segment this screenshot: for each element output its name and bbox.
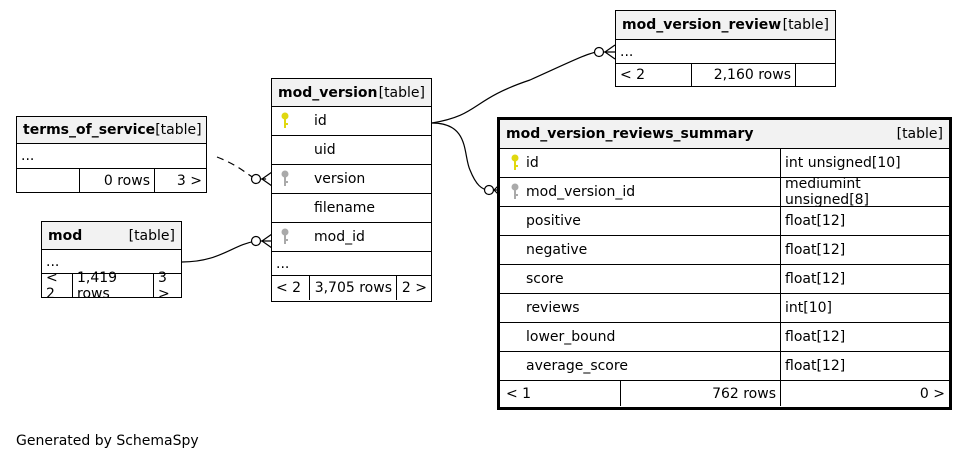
column-name: reviews <box>526 300 580 316</box>
footer-children: 0 > <box>780 381 949 406</box>
column-type: float[12] <box>780 265 949 293</box>
table-name: mod <box>48 227 83 244</box>
ellipsis: ... <box>21 148 35 164</box>
generated-by-label: Generated by SchemaSpy <box>16 433 199 449</box>
primary-key-icon <box>281 112 289 128</box>
column-row[interactable]: reviews int[10] <box>500 294 949 323</box>
table-terms-of-service[interactable]: terms_of_service [table] ... 0 rows 3 > <box>16 116 207 193</box>
column-type: int unsigned[10] <box>780 149 949 177</box>
column-type: float[12] <box>780 236 949 264</box>
ellipsis-row: ... <box>272 252 431 276</box>
table-mod-version[interactable]: mod_version [table] id uid version filen… <box>271 78 432 302</box>
ellipsis-row: ... <box>42 250 181 274</box>
column-type: mediumint unsigned[8] <box>780 176 949 208</box>
footer-parents <box>17 169 79 192</box>
column-type: int[10] <box>780 294 949 322</box>
table-name: mod_version_reviews_summary <box>506 126 754 142</box>
column-row[interactable]: positive float[12] <box>500 207 949 236</box>
column-row[interactable]: uid <box>272 136 431 165</box>
footer-row-count: 2,160 rows <box>691 64 795 86</box>
footer-row-count: 762 rows <box>620 381 780 406</box>
column-name: mod_version_id <box>526 184 636 200</box>
footer-children: 3 > <box>154 169 206 192</box>
table-name: terms_of_service <box>23 122 156 138</box>
optional-marker-review <box>593 46 605 58</box>
table-name: mod_version <box>278 84 378 101</box>
column-row[interactable]: filename <box>272 194 431 223</box>
table-header: mod_version_review [table] <box>616 11 835 40</box>
footer-row-count: 1,419 rows <box>72 270 153 302</box>
column-row[interactable]: id <box>272 107 431 136</box>
table-type: [table] <box>896 126 943 142</box>
relationship-id-to-review <box>431 51 615 124</box>
column-name: mod_id <box>314 229 365 245</box>
table-footer: 0 rows 3 > <box>17 169 206 192</box>
column-row[interactable]: id int unsigned[10] <box>500 149 949 178</box>
foreign-key-icon <box>511 183 519 199</box>
column-type: float[12] <box>780 352 949 380</box>
column-name: score <box>526 271 564 287</box>
column-name: average_score <box>526 358 628 374</box>
footer-children <box>795 64 835 86</box>
column-name: lower_bound <box>526 329 616 345</box>
table-type: [table] <box>782 17 829 33</box>
column-row[interactable]: lower_bound float[12] <box>500 323 949 352</box>
optional-marker-mod-id <box>250 235 262 247</box>
column-type: float[12] <box>780 323 949 351</box>
table-mod-version-reviews-summary[interactable]: mod_version_reviews_summary [table] id i… <box>497 117 952 410</box>
relationship-id-to-summary <box>431 122 499 191</box>
relationship-mod-to-mod-id <box>181 240 272 263</box>
column-name: positive <box>526 213 581 229</box>
footer-children: 2 > <box>396 276 431 300</box>
table-header: mod_version [table] <box>272 79 431 107</box>
column-row[interactable]: average_score float[12] <box>500 352 949 381</box>
ellipsis-row: ... <box>616 40 835 64</box>
foreign-key-icon <box>281 170 289 186</box>
table-header: terms_of_service [table] <box>17 117 206 144</box>
table-footer: < 2 3,705 rows 2 > <box>272 276 431 300</box>
column-type: float[12] <box>780 207 949 235</box>
column-name: uid <box>314 142 336 158</box>
column-row[interactable]: negative float[12] <box>500 236 949 265</box>
table-header: mod [table] <box>42 222 181 250</box>
table-name: mod_version_review <box>622 17 782 33</box>
footer-parents: < 2 <box>276 280 302 296</box>
ellipsis-row: ... <box>17 144 206 169</box>
column-name: id <box>526 155 539 171</box>
footer-row-count: 3,705 rows <box>309 276 396 300</box>
relationship-terms-to-version <box>216 156 272 180</box>
column-row[interactable]: mod_id <box>272 223 431 252</box>
column-row[interactable]: mod_version_id mediumint unsigned[8] <box>500 176 949 208</box>
table-mod[interactable]: mod [table] ... < 2 1,419 rows 3 > <box>41 221 182 302</box>
footer-row-count: 0 rows <box>79 169 154 192</box>
optional-marker-summary <box>483 184 495 196</box>
table-type: [table] <box>155 122 202 138</box>
footer-parents: < 1 <box>506 385 532 402</box>
foreign-key-icon <box>281 228 289 244</box>
table-footer: < 2 2,160 rows <box>616 64 835 86</box>
footer-children: 3 > <box>153 270 181 302</box>
table-mod-version-review[interactable]: mod_version_review [table] ... < 2 2,160… <box>615 10 836 87</box>
ellipsis: ... <box>620 43 634 60</box>
column-name: filename <box>314 200 376 216</box>
ellipsis: ... <box>276 255 290 272</box>
table-type: [table] <box>378 84 425 101</box>
primary-key-icon <box>511 154 519 170</box>
column-name: version <box>314 171 366 187</box>
column-row[interactable]: score float[12] <box>500 265 949 294</box>
table-footer: < 2 1,419 rows 3 > <box>42 269 181 302</box>
column-name: negative <box>526 242 588 258</box>
ellipsis: ... <box>46 253 60 270</box>
optional-marker-version-terms <box>250 173 262 185</box>
column-name: id <box>314 113 327 129</box>
table-footer: < 1 762 rows 0 > <box>500 381 949 406</box>
footer-parents: < 2 <box>46 269 58 302</box>
column-row[interactable]: version <box>272 165 431 194</box>
table-type: [table] <box>128 227 175 244</box>
table-header: mod_version_reviews_summary [table] <box>500 120 949 149</box>
crowsfoot-review <box>604 44 616 60</box>
footer-parents: < 2 <box>620 67 646 83</box>
